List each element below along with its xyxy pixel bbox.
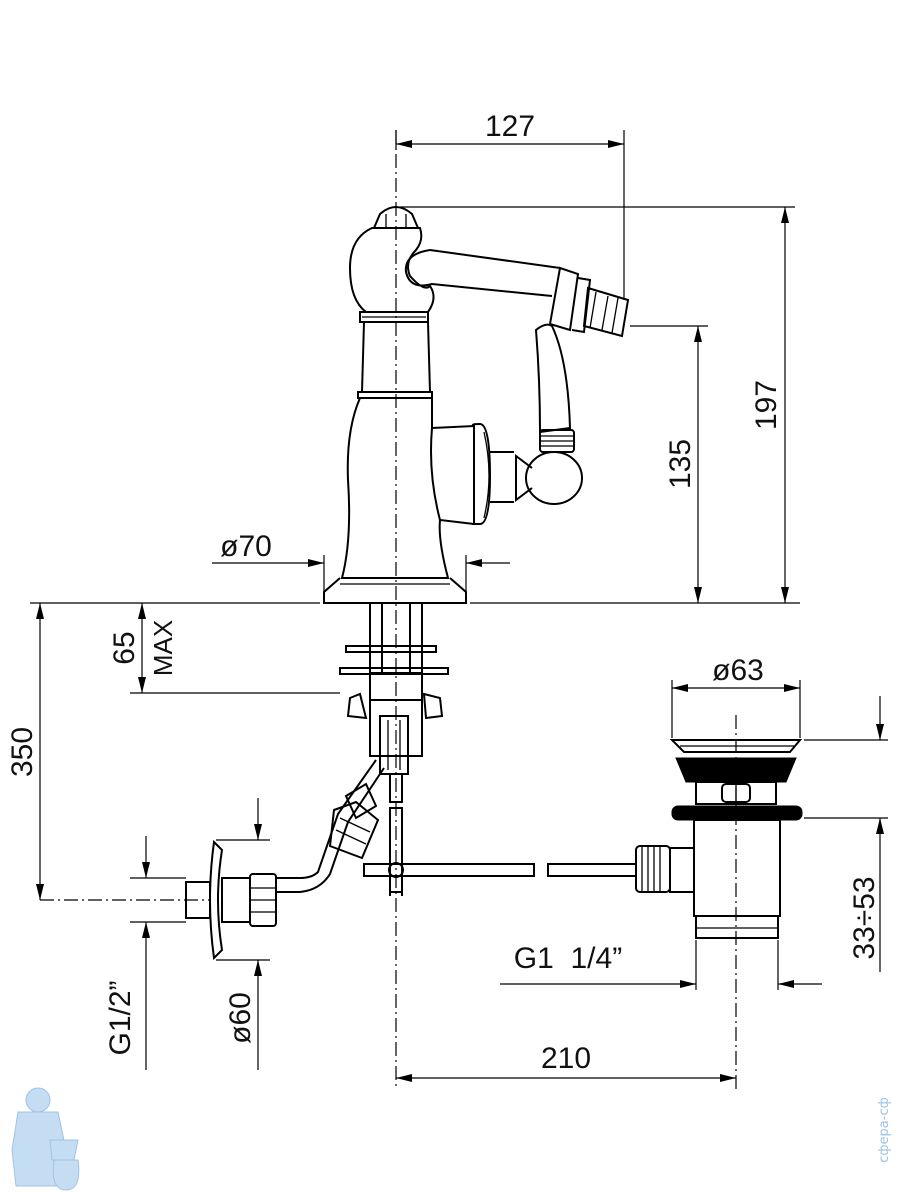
dim-350	[36, 603, 44, 900]
cartridge-housing	[430, 422, 514, 526]
dim-197	[400, 206, 800, 604]
label-g114: G1 1/4”	[514, 942, 622, 975]
lever-handle	[515, 323, 583, 505]
watermark-text: сфера-сф	[877, 1097, 892, 1162]
dim-127	[395, 130, 625, 300]
label-g12: G1/2”	[104, 980, 137, 1055]
dim-135	[630, 325, 708, 603]
dim-63	[671, 680, 801, 738]
pop-up-rod	[363, 807, 637, 896]
dim-65	[30, 602, 340, 694]
faucet-body	[323, 206, 467, 604]
spout	[404, 249, 630, 338]
label-63: ø63	[712, 654, 764, 687]
dim-60	[216, 798, 270, 1070]
label-127: 127	[485, 110, 535, 143]
dim-g12	[130, 836, 186, 1070]
dim-70	[212, 555, 510, 600]
label-max: MAX	[148, 620, 178, 676]
flexible-hose	[276, 759, 385, 893]
label-135: 135	[664, 439, 697, 489]
label-60: ø60	[224, 992, 257, 1044]
center-axes	[40, 130, 737, 1090]
plumber-logo	[11, 1087, 80, 1191]
dim-210	[396, 1074, 736, 1082]
inlet-rosette	[185, 839, 277, 961]
under-deck-assembly	[339, 602, 449, 803]
label-65: 65	[108, 631, 141, 664]
waste-drain	[635, 739, 803, 939]
dim-g114	[500, 940, 822, 990]
label-350: 350	[6, 727, 39, 777]
label-197: 197	[750, 380, 783, 430]
label-70: ø70	[220, 530, 272, 563]
label-210: 210	[541, 1042, 591, 1075]
label-33-53: 33÷53	[848, 876, 881, 959]
dim-33-53	[804, 696, 888, 972]
